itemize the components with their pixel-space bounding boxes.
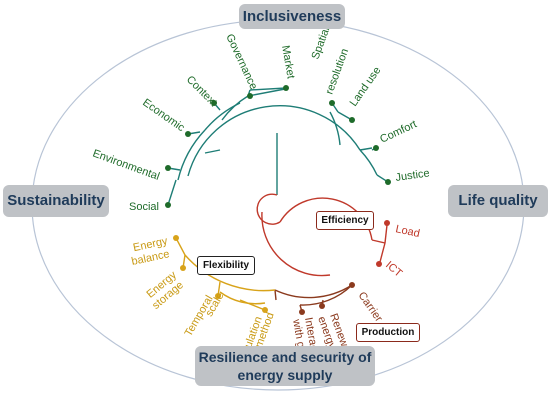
teal-main-arc [187,105,361,177]
label-economic: Economic [140,97,187,135]
label-carrier: Carrier [356,290,385,325]
dot-comfort [373,145,379,151]
dimension-resilience-line2: energy supply [237,367,333,383]
dot-economic [185,131,191,137]
dimension-sustainability: Sustainability [3,185,109,217]
label-social: Social [129,201,159,213]
label-land-use: Land use [348,65,384,109]
group-box-flexibility: Flexibility [197,256,255,275]
dimension-life-quality: Life quality [448,185,548,217]
label-context: Context [184,74,219,109]
label-spatial-1: Spatial [310,25,333,61]
label-spatial-2: resolution [324,47,352,96]
center-loop [256,193,281,225]
dot-market [283,85,289,91]
dot-interaction [299,309,305,315]
dimension-inclusiveness: Inclusiveness [239,4,345,29]
label-environmental: Environmental [91,148,161,183]
dot-renewable [319,303,325,309]
dot-land-use [349,117,355,123]
brown-tree [274,284,353,313]
teal-left-arc [177,129,206,181]
label-justice: Justice [395,167,431,184]
dot-energy-balance [173,235,179,241]
red-leaf-dots [376,220,390,267]
dot-justice [385,179,391,185]
dot-governance [247,93,253,99]
dot-temporal [215,293,221,299]
brown-leaf-dots [299,282,355,315]
label-ict: ICT [383,259,405,280]
red-tree [256,193,388,277]
label-market: Market [279,44,297,79]
teal-tree [167,87,389,206]
dot-environmental [165,165,171,171]
label-load: Load [394,223,420,240]
dimension-resilience-line1: Resilience and security of [198,349,372,365]
dot-context [211,100,217,106]
dot-carrier [349,282,355,288]
dot-ict [376,261,382,267]
group-box-efficiency: Efficiency [316,211,374,230]
dot-load [384,220,390,226]
gold-leaf-dots [173,235,268,313]
dot-social [165,202,171,208]
dot-calculation [262,307,268,313]
dot-energy-storage [180,265,186,271]
label-comfort: Comfort [378,118,419,145]
label-governance: Governance [223,32,259,91]
group-box-production: Production [356,323,420,342]
teal-leaf-dots [165,85,391,208]
dot-spatial [329,100,335,106]
dimension-resilience: Resilience and security of energy supply [195,346,375,386]
